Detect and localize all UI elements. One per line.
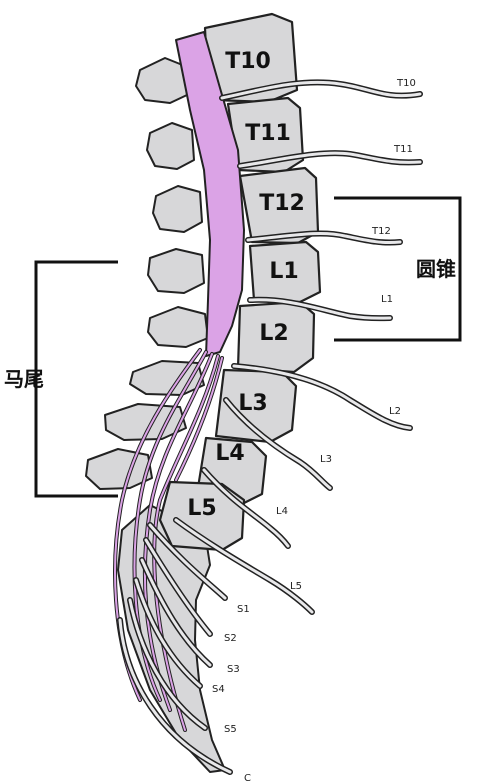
process-l2 [148,307,208,347]
nerve-label-s3: S3 [227,664,240,675]
nerve-label-l1: L1 [381,294,393,305]
process-t12 [153,186,202,232]
vertebra-label-l4: L4 [215,441,244,466]
nerve-label-t10: T10 [396,78,416,89]
nerve-label-s5: S5 [224,724,237,735]
nerve-label-s1: S1 [237,604,250,615]
nerve-label-t11: T11 [393,144,413,155]
vertebra-label-l3: L3 [238,391,267,416]
vertebra-label-l5: L5 [187,496,216,521]
cauda-equina-label: 马尾 [4,367,44,391]
nerve-label-l2: L2 [389,406,401,417]
nerve-label-c: C [244,773,251,784]
nerve-label-s2: S2 [224,633,237,644]
vertebra-label-t11: T11 [245,121,291,146]
nerve-label-l4: L4 [276,506,288,517]
posterior-processes [86,58,208,489]
vertebra-label-l2: L2 [259,321,288,346]
process-l1 [148,249,204,293]
nerve-label-l3: L3 [320,454,332,465]
process-t11 [147,123,194,169]
nerve-label-l5: L5 [290,581,302,592]
conus-label: 圆锥 [416,257,456,281]
vertebra-label-l1: L1 [269,259,298,284]
vertebra-label-t12: T12 [259,191,305,216]
process-t10 [136,58,187,103]
nerve-label-s4: S4 [212,684,225,695]
vertebra-label-t10: T10 [225,49,271,74]
nerve-label-t12: T12 [371,226,391,237]
